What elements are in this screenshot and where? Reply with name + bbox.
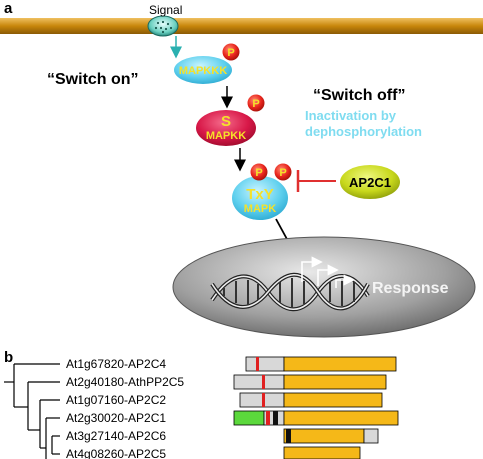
phospho-mapkk-label: P: [252, 98, 259, 110]
domain-row-1: [245, 356, 397, 372]
domain-row-3: [239, 392, 383, 408]
domain-row-2: [233, 374, 387, 390]
phospho-mapk-2-icon: [274, 163, 292, 181]
domain-row-5: [283, 428, 379, 444]
phospho-mapk-1-label: P: [255, 167, 262, 179]
switch-on-label: “Switch on”: [47, 71, 139, 88]
inactivation-line1: Inactivation by: [305, 108, 397, 123]
phospho-mapkkk-icon: [222, 43, 240, 61]
receptor-dots: [154, 20, 173, 34]
phylogenetic-tree: [4, 363, 60, 459]
ap2c1-node: [340, 165, 400, 199]
response-label: Response: [372, 280, 449, 297]
mapkkk-node: [174, 56, 232, 84]
mapk-label: MAPK: [244, 203, 276, 215]
phospho-mapkkk-label: P: [227, 47, 234, 59]
gene-label: At2g40180-AthPP2C5: [66, 375, 184, 389]
domain-row-4: [233, 410, 399, 426]
cell-membrane: [0, 18, 483, 34]
mapkk-s-label: S: [221, 113, 231, 130]
panel-a-label: a: [4, 0, 13, 17]
phylogenetic-tree-leaves: [51, 435, 60, 455]
inactivation-line2: dephosphorylation: [305, 124, 422, 139]
phospho-mapk-2-label: P: [279, 167, 286, 179]
mapkk-node: [196, 110, 256, 146]
receptor-icon: [147, 15, 179, 37]
panel-b-label: b: [4, 349, 13, 366]
gene-label: At1g07160-AP2C2: [66, 393, 166, 407]
mapk-txy-label: TxY: [246, 186, 274, 203]
mapkk-label: MAPKK: [206, 130, 246, 142]
domain-row-6: [283, 446, 361, 459]
gene-label: At4g08260-AP2C5: [66, 447, 166, 459]
gene-label: At1g67820-AP2C4: [66, 357, 166, 371]
phospho-mapkk-icon: [247, 94, 265, 112]
mapk-node: [232, 176, 288, 220]
phospho-mapk-1-icon: [250, 163, 268, 181]
ap2c1-label: AP2C1: [349, 175, 391, 190]
switch-off-label: “Switch off”: [313, 87, 405, 104]
gene-label: At2g30020-AP2C1: [66, 411, 166, 425]
gene-label: At3g27140-AP2C6: [66, 429, 166, 443]
transcription-arrows: [301, 256, 355, 288]
dna-helix-icon: [210, 272, 370, 312]
mapkkk-label: MAPKKK: [179, 65, 227, 77]
signal-label: Signal: [149, 3, 182, 17]
